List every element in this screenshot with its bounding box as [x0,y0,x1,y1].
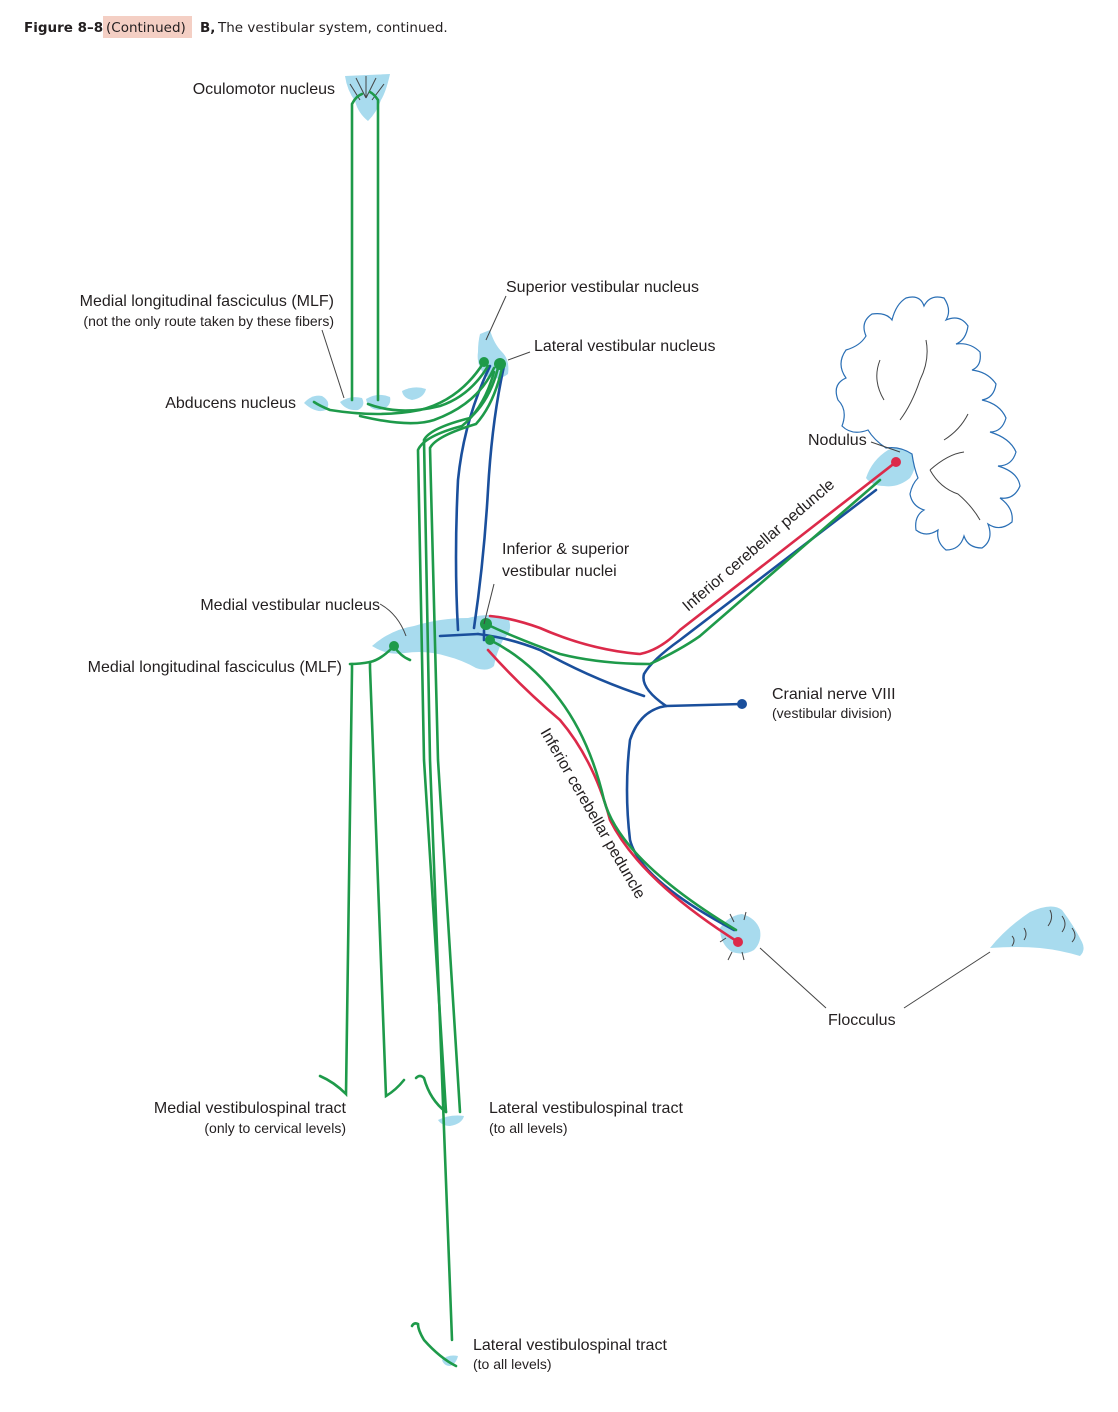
inferior-superior-vestibular-dot [480,618,492,630]
nodulus-red-dot [891,457,901,467]
cerebellum-folia [835,296,1021,551]
label-superior-vestibular-nucleus: Superior vestibular nucleus [506,279,699,296]
red-fibers [486,457,901,947]
label-icp-upper: Inferior cerebellar peduncle [680,476,839,615]
abducens-nucleus-far-shape [402,387,426,400]
inferior-vestibular-dot [485,635,495,645]
label-cranial-nerve: Cranial nerve VIII [772,686,896,703]
flocculus-right-shape [990,906,1084,956]
medial-vestibular-nucleus-shape [372,615,511,670]
label-inferior-superior-line1: Inferior & superior [502,541,630,558]
label-mlf-mid: Medial longitudinal fasciculus (MLF) [88,659,342,676]
label-flocculus: Flocculus [828,1012,896,1029]
labels: Oculomotor nucleus Medial longitudinal f… [80,81,896,1372]
label-medial-vst: Medial vestibulospinal tract [154,1100,347,1117]
label-medial-vestibular-nucleus: Medial vestibular nucleus [200,597,380,614]
figure-panel: B, [200,20,215,36]
figure-caption-text: The vestibular system, continued. [217,20,448,36]
nuclei [304,74,1084,1366]
label-lateral-vestibular-nucleus: Lateral vestibular nucleus [534,338,715,355]
label-inferior-superior-line2: vestibular nuclei [502,563,617,580]
superior-vestibular-dot [479,357,489,367]
label-cranial-nerve-note: (vestibular division) [772,705,892,721]
label-icp-lower: Inferior cerebellar peduncle [537,726,649,903]
label-lateral-vst-bottom: Lateral vestibulospinal tract [473,1337,667,1354]
figure-continued: (Continued) [106,20,186,36]
caption-highlight [103,16,192,38]
abducens-nucleus-mid-shape [340,397,364,411]
flocculus-ticks [719,909,1076,961]
oculomotor-nucleus-shape [345,74,390,121]
flocculus-red-dot [733,937,743,947]
green-fibers [312,90,882,1368]
lateral-vestibular-dot [494,358,506,370]
label-abducens-nucleus: Abducens nucleus [165,395,296,412]
figure-caption: Figure 8–8 (Continued) B, The vestibular… [24,16,448,38]
label-mlf-top-note: (not the only route taken by these fiber… [83,313,334,329]
label-mlf-top: Medial longitudinal fasciculus (MLF) [80,293,334,310]
cranial-nerve-ganglion-dot [737,699,747,709]
label-medial-vst-note: (only to cervical levels) [204,1120,346,1136]
cerebellum-outline [835,296,1021,551]
label-lateral-vst-mid-note: (to all levels) [489,1120,568,1136]
lateral-vst-mid-marker [438,1115,464,1126]
flocculus-left-shape [720,914,761,954]
leader-lines [321,295,991,1009]
lateral-vst-bottom-marker [442,1355,458,1366]
label-lateral-vst-mid: Lateral vestibulospinal tract [489,1100,683,1117]
medial-vestibular-dot [389,641,399,651]
label-nodulus: Nodulus [808,432,867,449]
label-lateral-vst-bottom-note: (to all levels) [473,1356,552,1372]
blue-fibers [438,364,878,932]
label-oculomotor-nucleus: Oculomotor nucleus [193,81,335,98]
figure-label: Figure 8–8 [24,20,103,36]
